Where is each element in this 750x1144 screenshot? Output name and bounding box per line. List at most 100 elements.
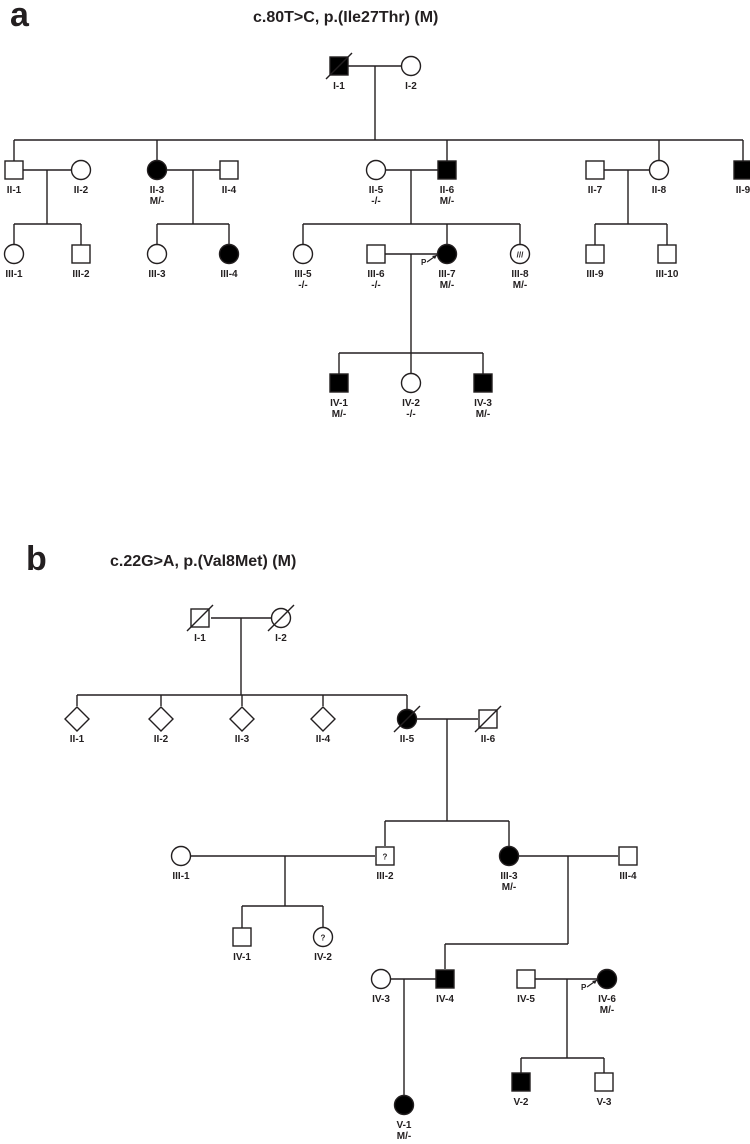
individual-id: II-5 (369, 185, 384, 196)
individual-id: V-1 (396, 1120, 411, 1131)
individual-id: I-1 (194, 633, 206, 644)
genotype-label: -/- (406, 409, 415, 420)
individual-II-1: II-1 (64, 706, 90, 745)
individual-id: III-3 (500, 871, 518, 882)
individual-III-4: III-4 (218, 243, 240, 280)
individual-III-8: ///III-8M/- (509, 243, 531, 291)
individual-id: II-9 (736, 185, 750, 196)
female-symbol (400, 55, 422, 77)
individual-IV-1: IV-1M/- (329, 373, 349, 420)
individual-id: II-3 (150, 185, 165, 196)
male-symbol (594, 1072, 614, 1092)
individual-II-2: II-2 (70, 159, 92, 196)
individual-id: IV-2 (314, 952, 332, 963)
individual-id: II-4 (316, 734, 331, 745)
male-symbol (232, 927, 252, 947)
individual-id: IV-6 (598, 994, 616, 1005)
individual-id: II-7 (588, 185, 603, 196)
panel-b-letter: b (26, 540, 47, 578)
unknown-sex-symbol (148, 706, 174, 732)
individual-id: III-4 (220, 269, 238, 280)
female-symbol (312, 926, 334, 948)
individual-id: III-1 (172, 871, 190, 882)
individual-id: III-3 (148, 269, 166, 280)
deceased-slash (474, 705, 502, 733)
female-symbol (370, 968, 392, 990)
individual-IV-3: IV-3M/- (473, 373, 493, 420)
individual-id: IV-4 (436, 994, 454, 1005)
individual-id: II-3 (235, 734, 250, 745)
individual-III-10: III-10 (656, 244, 679, 280)
unknown-sex-symbol (229, 706, 255, 732)
genotype-label: -/- (371, 196, 380, 207)
individual-II-4: II-4 (310, 706, 336, 745)
individual-id: IV-3 (474, 398, 492, 409)
individual-id: III-6 (367, 269, 385, 280)
individual-id: II-8 (652, 185, 667, 196)
genotype-label: M/- (600, 1005, 614, 1016)
individual-id: III-7 (438, 269, 456, 280)
individual-III-1: III-1 (170, 845, 192, 882)
individual-V-2: V-2 (511, 1072, 531, 1108)
individual-II-3: II-3M/- (146, 159, 168, 207)
genotype-label: M/- (440, 280, 454, 291)
male-symbol (657, 244, 677, 264)
female-symbol (292, 243, 314, 265)
individual-II-6: II-6 (474, 705, 502, 745)
individual-id: V-2 (513, 1097, 528, 1108)
individual-II-1: II-1 (4, 160, 24, 196)
unknown-sex-symbol (310, 706, 336, 732)
individual-III-2: III-2 (71, 244, 91, 280)
female-symbol (365, 159, 387, 181)
panel-b-title: c.22G>A, p.(Val8Met) (M) (110, 553, 296, 570)
individual-id: IV-1 (330, 398, 348, 409)
panel-a-lines (13, 65, 744, 374)
individual-I-1: I-1 (325, 52, 353, 92)
individual-IV-2: IV-2-/- (400, 372, 422, 420)
individual-id: IV-5 (517, 994, 535, 1005)
individual-I-2: I-2 (267, 604, 295, 644)
individual-id: III-1 (5, 269, 23, 280)
male-symbol (437, 160, 457, 180)
individual-id: II-1 (70, 734, 85, 745)
female-symbol (146, 243, 168, 265)
genotype-label: M/- (150, 196, 164, 207)
individual-id: III-9 (586, 269, 604, 280)
female-symbol (218, 243, 240, 265)
deceased-slash (186, 604, 214, 632)
genotype-label: -/- (371, 280, 380, 291)
female-symbol (400, 372, 422, 394)
individual-III-6: III-6-/- (366, 244, 386, 291)
individual-id: III-5 (294, 269, 312, 280)
male-symbol (473, 373, 493, 393)
individual-II-5: II-5-/- (365, 159, 387, 207)
individual-V-3: V-3 (594, 1072, 614, 1108)
genotype-label: M/- (502, 882, 516, 893)
individual-id: III-2 (72, 269, 90, 280)
individual-I-2: I-2 (400, 55, 422, 92)
individual-III-2: ?III-2 (375, 846, 395, 882)
individual-id: II-2 (74, 185, 89, 196)
female-symbol (648, 159, 670, 181)
individual-IV-2: ?IV-2 (312, 926, 334, 963)
individual-II-7: II-7 (585, 160, 605, 196)
male-symbol (219, 160, 239, 180)
male-symbol (435, 969, 455, 989)
individual-id: III-10 (656, 269, 679, 280)
individual-III-9: III-9 (585, 244, 605, 280)
individual-id: V-3 (596, 1097, 611, 1108)
male-symbol (4, 160, 24, 180)
proband-label: P (421, 258, 427, 267)
individual-id: IV-1 (233, 952, 251, 963)
individual-II-2: II-2 (148, 706, 174, 745)
genotype-label: M/- (476, 409, 490, 420)
female-symbol (3, 243, 25, 265)
individual-III-1: III-1 (3, 243, 25, 280)
individual-id: II-2 (154, 734, 169, 745)
symbol-mark: ? (383, 853, 388, 862)
genotype-label: -/- (298, 280, 307, 291)
symbol-mark: /// (517, 251, 524, 260)
